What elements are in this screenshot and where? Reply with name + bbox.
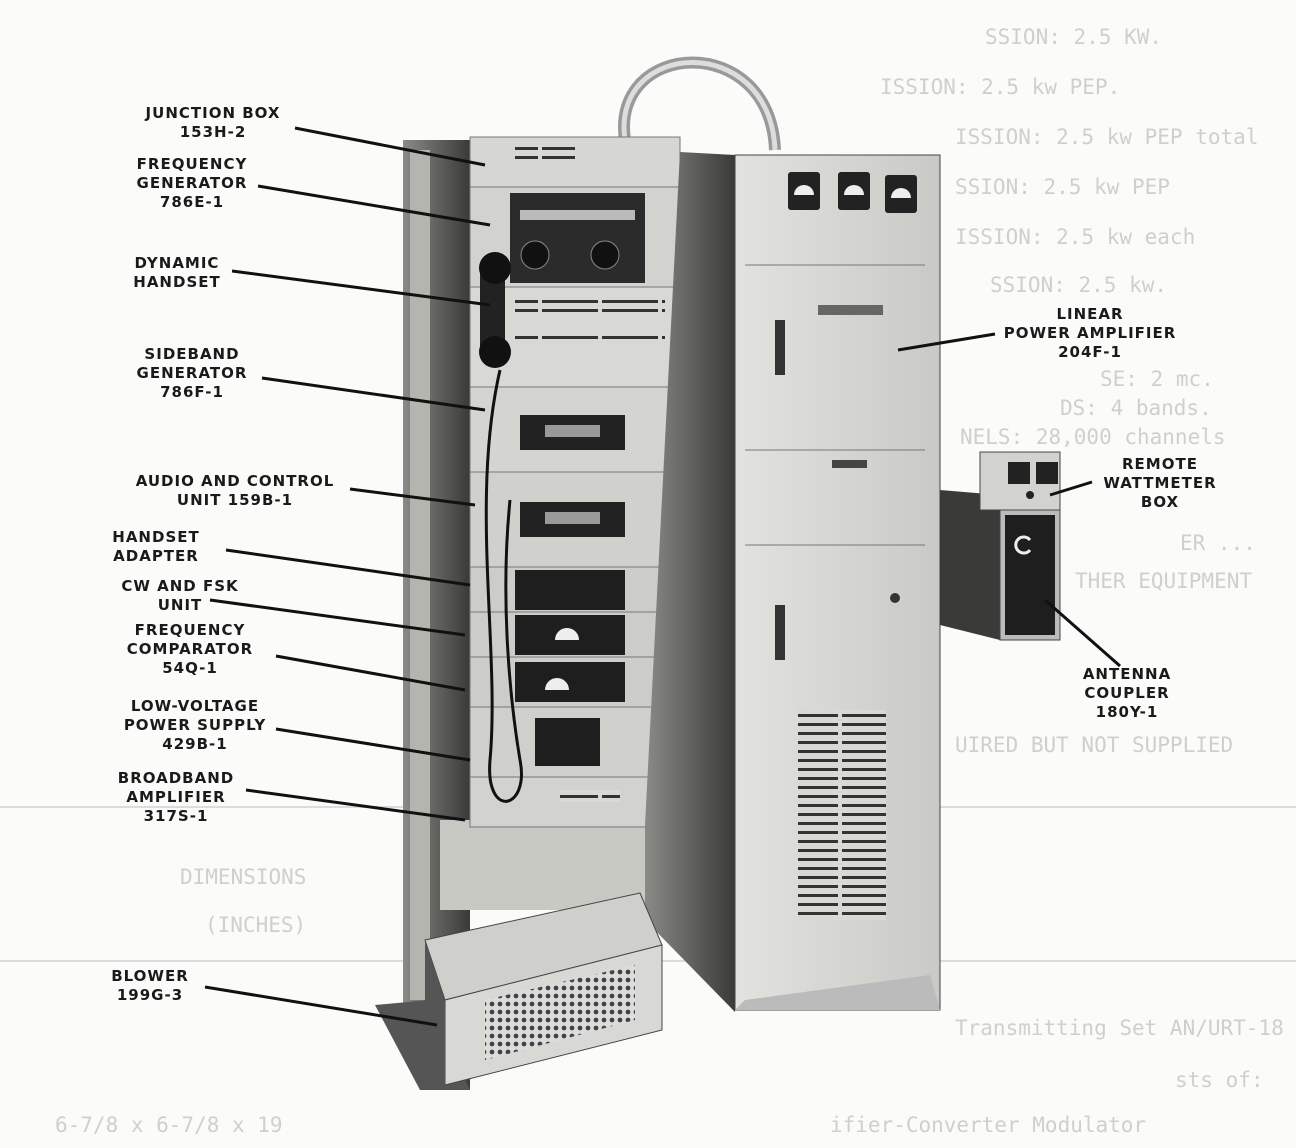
ghost-line: ISSION: 2.5 kw PEP. — [880, 75, 1121, 99]
ghost-line: sts of: — [1175, 1068, 1264, 1092]
audio-control-unit — [469, 471, 681, 568]
ghost-line: UIRED BUT NOT SUPPLIED — [955, 733, 1234, 757]
ghost-line: 6-7/8 x 6-7/8 x 19 — [55, 1113, 283, 1137]
ghost-line: ISSION: 2.5 kw PEP total — [955, 125, 1259, 149]
ghost-line: Transmitting Set AN/URT-18 — [955, 1016, 1284, 1040]
ghost-line: SSION: 2.5 KW. — [985, 25, 1163, 49]
ghost-line: NELS: 28,000 channels — [960, 425, 1226, 449]
frequency-comparator-unit — [469, 656, 681, 708]
ghost-line: DS: 4 bands. — [1060, 396, 1212, 420]
ghost-line: ISSION: 2.5 kw each — [955, 225, 1196, 249]
cw-fsk-unit — [469, 611, 681, 658]
rack-pedestal — [375, 140, 645, 1090]
ghost-line: SE: 2 mc. — [1100, 367, 1214, 391]
handset — [479, 252, 523, 803]
ghost-line: SSION: 2.5 kw. — [990, 273, 1168, 297]
blower-unit — [424, 892, 663, 1086]
junction-box-unit — [469, 136, 681, 188]
ghost-line: (INCHES) — [205, 913, 307, 937]
frequency-generator-unit — [469, 186, 681, 288]
handset-adapter-unit — [469, 566, 681, 613]
linear-power-amplifier-cabinet — [645, 152, 941, 1012]
ghost-line: SSION: 2.5 kw PEP — [955, 175, 1170, 199]
ghost-line: THER EQUIPMENT — [1075, 569, 1253, 593]
antenna-coupler — [940, 490, 1061, 641]
sideband-generator-unit — [469, 386, 681, 473]
power-supply-unit — [469, 706, 681, 778]
left-rack — [469, 136, 681, 828]
remote-wattmeter-box — [979, 451, 1061, 511]
ghost-line: DIMENSIONS — [180, 865, 307, 889]
leader-lines — [204, 126, 1121, 1027]
ghost-line: ifier-Converter Modulator — [830, 1113, 1147, 1137]
ghost-line: ER ... — [1180, 531, 1256, 555]
